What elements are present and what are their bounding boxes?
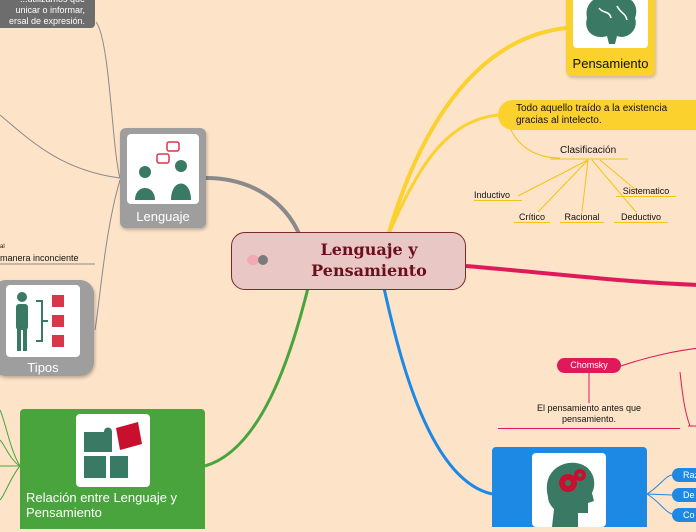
brain-icon (247, 255, 268, 265)
chomsky-text[interactable]: El pensamiento antes que pensamiento. (498, 403, 680, 429)
tipos-image (6, 285, 80, 357)
pensamiento-image (573, 0, 648, 48)
lenguaje-image (127, 134, 199, 204)
lenguaje-label: Lenguaje (136, 209, 190, 224)
link-inductivo (517, 159, 589, 197)
chomsky-node[interactable]: Chomsky (557, 358, 621, 373)
pensamiento-label: Pensamiento (572, 56, 649, 71)
blue-item-co[interactable]: Co (672, 508, 696, 522)
link-pensamiento (386, 26, 567, 237)
link-clasificacion (509, 127, 561, 159)
inconsciente-text[interactable]: manera inconciente (0, 253, 79, 263)
link-tipos (94, 179, 121, 331)
clasificacion-label[interactable]: Clasificación (560, 145, 617, 156)
type-sistematico[interactable]: Sistematico (616, 186, 676, 197)
type-inductivo[interactable]: Inductivo (474, 190, 522, 201)
link-green-left1 (0, 409, 21, 467)
link-pink (465, 264, 696, 287)
link-racional (581, 159, 589, 213)
relacion-image (76, 414, 150, 487)
link-sistematico (599, 159, 637, 191)
type-critico[interactable]: Crítico (514, 212, 550, 223)
link-note (95, 21, 121, 179)
type-racional[interactable]: Racional (560, 212, 604, 223)
blue-image (532, 453, 606, 527)
lenguaje-node[interactable]: Lenguaje (120, 128, 206, 228)
tipos-node[interactable]: Tipos (0, 280, 94, 376)
puzzle-icon (84, 422, 142, 478)
link-blue-de (646, 493, 673, 496)
head-gears-icon (546, 462, 595, 527)
pensamiento-node[interactable]: Pensamiento (566, 0, 655, 76)
org-chart-icon (16, 292, 64, 351)
link-green-left2 (0, 439, 21, 467)
relacion-node[interactable]: Relación entre Lenguaje y Pensamiento (20, 409, 205, 529)
type-deductivo[interactable]: Deductivo (614, 212, 668, 223)
link-definition (386, 113, 499, 237)
link-chomsky (620, 347, 696, 367)
link-relacion (204, 287, 310, 468)
blue-node[interactable] (492, 447, 647, 527)
lenguaje-note[interactable]: ...utilizamos que unicar o informar, ers… (0, 0, 95, 28)
relacion-label: Relación entre Lenguaje y Pensamiento (26, 490, 178, 520)
link-inconsciente (0, 114, 121, 179)
link-pink-down (679, 371, 691, 427)
pensamiento-definition[interactable]: Todo aquello traído a la existencia grac… (498, 100, 696, 130)
link-lenguaje (205, 176, 302, 237)
inconsciente-small: al (0, 244, 5, 250)
conversation-icon (135, 141, 191, 200)
tipos-label: Tipos (27, 360, 59, 375)
link-blue (382, 287, 493, 496)
link-critico (537, 159, 589, 213)
central-topic[interactable]: Lenguaje y Pensamiento (231, 232, 466, 290)
link-blue-raz (646, 474, 673, 495)
central-title: Lenguaje y Pensamiento (311, 240, 427, 280)
link-green-left4 (0, 465, 21, 501)
link-deductivo (591, 159, 637, 213)
blue-item-de[interactable]: De (672, 488, 696, 502)
blue-item-raz[interactable]: Raz (672, 468, 696, 482)
mindmap-links (0, 21, 696, 515)
link-blue-co (646, 493, 673, 515)
brain-icon (586, 0, 637, 44)
